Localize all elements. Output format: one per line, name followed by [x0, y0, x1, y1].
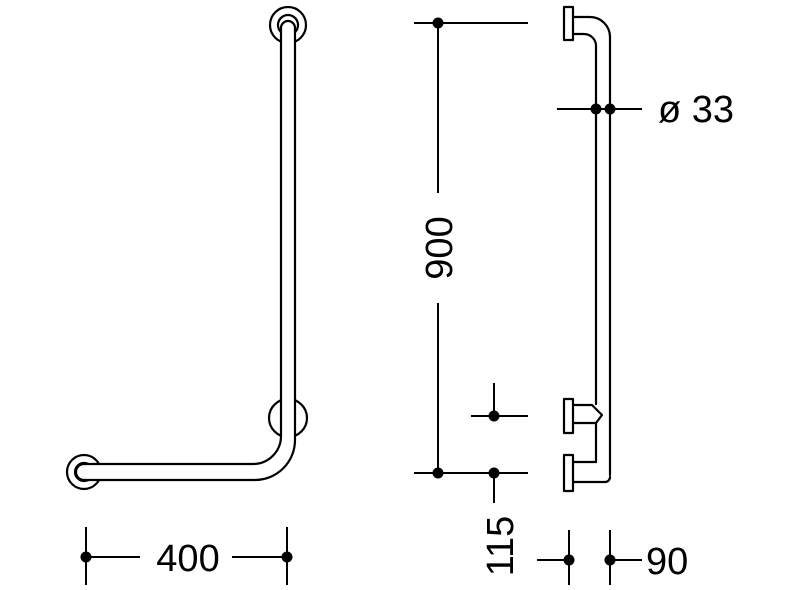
bottom-arm — [571, 460, 612, 484]
width-dot-right — [281, 551, 293, 563]
side-view — [562, 5, 612, 493]
bottom-flange — [562, 453, 575, 493]
projection-dot-right — [604, 554, 616, 566]
middle-flange — [562, 397, 575, 435]
width-dot-left — [80, 551, 92, 563]
middle-arm — [571, 403, 604, 425]
projection-dot-left — [563, 554, 575, 566]
offset-dimension-label: 115 — [480, 516, 522, 577]
height-dot-bottom — [432, 467, 444, 479]
diameter-dimension-label: ø 33 — [658, 89, 734, 131]
projection-dimension: 90 — [537, 530, 688, 585]
offset-dot-top — [488, 410, 500, 422]
diameter-dot-left — [590, 103, 602, 115]
l-bar-tube — [74, 19, 297, 482]
offset-dimension: 115 — [471, 383, 528, 576]
height-dot-top — [432, 17, 444, 29]
diameter-dimension: ø 33 — [557, 89, 734, 131]
top-arm-bend — [571, 15, 612, 48]
width-dimension: 400 — [80, 527, 293, 585]
height-dimension-label: 900 — [419, 216, 461, 279]
top-flange — [562, 5, 575, 42]
front-view — [65, 5, 309, 491]
offset-dot-bottom — [488, 467, 500, 479]
diameter-dot-right — [604, 103, 616, 115]
width-dimension-label: 400 — [156, 538, 219, 580]
height-dimension: 900 — [414, 17, 528, 479]
projection-dimension-label: 90 — [646, 541, 688, 583]
